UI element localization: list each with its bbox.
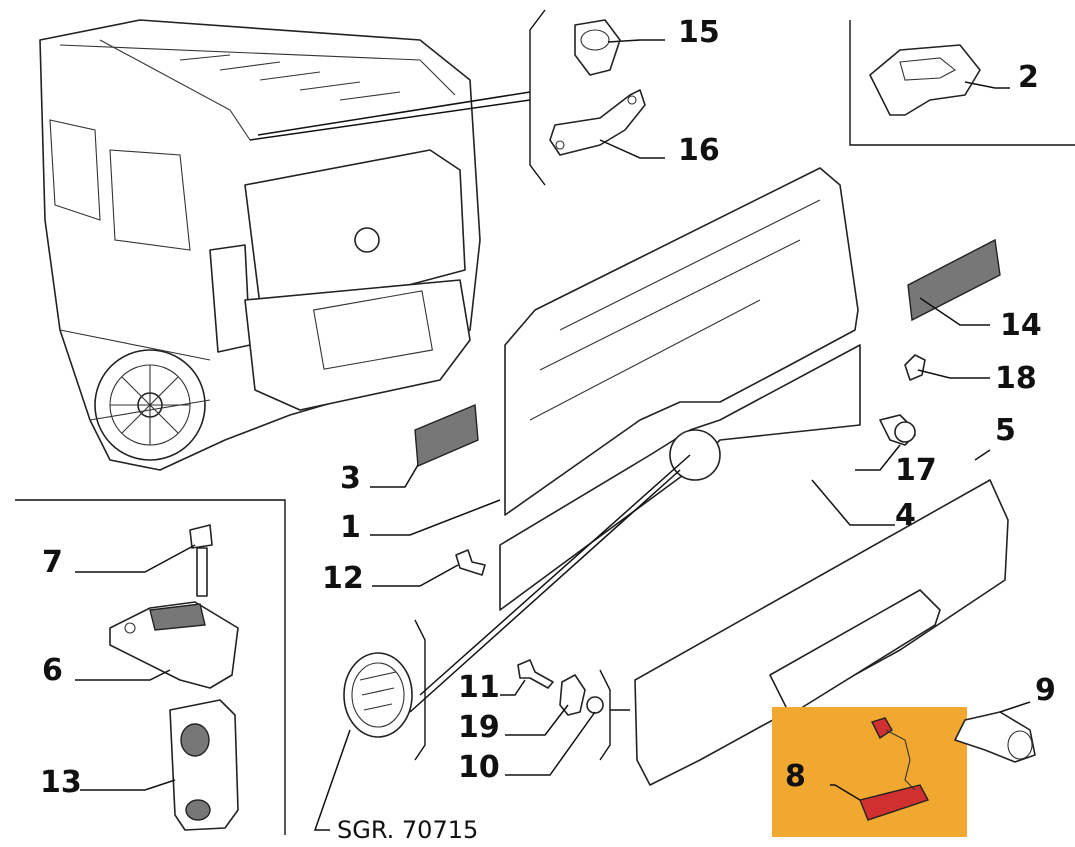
washer-part-18 [904,354,926,381]
connector-part-9 [954,711,1036,763]
callout-14: 14 [1000,308,1042,343]
callout-15: 15 [678,15,720,50]
clip-part-17 [879,414,916,446]
callout-10: 10 [458,750,500,785]
callout-6: 6 [42,653,63,688]
callout-9: 9 [1035,673,1056,708]
bolt-icon [189,524,213,597]
callout-18: 18 [995,361,1037,396]
reflector-part-3 [414,403,479,468]
callout-7: 7 [42,545,63,580]
reflector-part-14 [907,238,1001,322]
car-rear-icon [39,19,481,471]
bracket-part-16 [549,89,646,156]
callout-16: 16 [678,133,720,168]
callout-1: 1 [340,510,361,545]
gasket-part-19 [559,674,586,716]
callout-5: 5 [995,413,1016,448]
callout-17: 17 [895,453,937,488]
tailgate-panel-part-5 [634,479,1009,786]
striker-part-6 [109,601,239,689]
callout-8: 8 [785,759,806,794]
cap-part-2 [869,44,981,116]
callout-11: 11 [458,670,500,705]
glass-icon [504,167,859,516]
screw-part-12 [455,549,486,576]
callout-3: 3 [340,461,361,496]
callout-19: 19 [458,710,500,745]
nut-part-10 [586,696,604,714]
callout-2: 2 [1018,60,1039,95]
callout-12: 12 [322,561,364,596]
bolt-part-11 [517,659,554,689]
callout-4: 4 [895,498,916,533]
diagram-reference: SGR. 70715 [337,816,478,844]
switch-icon [859,717,930,821]
badge-icon [343,652,413,738]
callout-13: 13 [40,765,82,800]
clip-part-15 [574,19,621,76]
bracket-part-13 [169,699,239,831]
